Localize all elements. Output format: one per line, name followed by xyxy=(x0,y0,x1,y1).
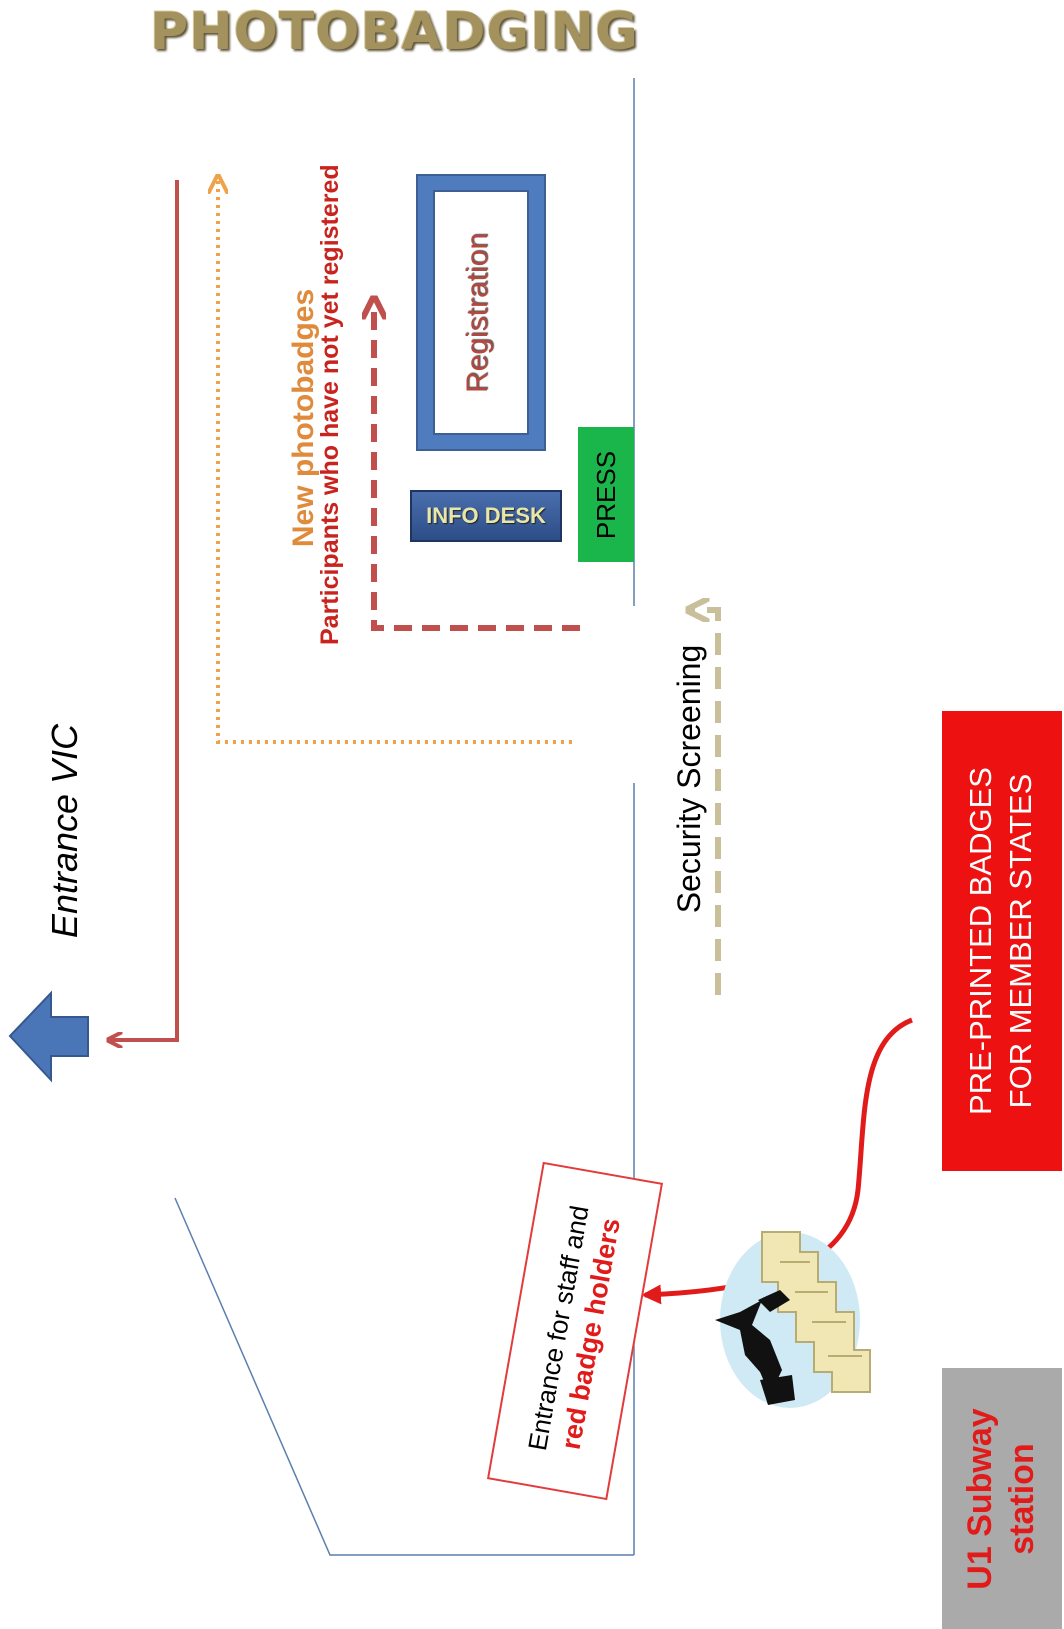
participants-label: Participants who have not yet registered xyxy=(316,164,344,645)
security-screening-label: Security Screening xyxy=(671,644,707,914)
pre-printed-badges-box xyxy=(942,711,1062,1171)
security-path xyxy=(688,610,721,995)
info-desk: INFO DESK xyxy=(410,490,562,542)
page-title: PHOTOBADGING xyxy=(150,2,639,62)
subway-line2: station xyxy=(1003,1443,1041,1555)
press-area xyxy=(578,427,634,562)
info-desk-label: INFO DESK xyxy=(426,503,546,528)
subway-line1: U1 Subway xyxy=(961,1408,999,1590)
pre-printed-badges-label: PRE-PRINTED BADGES FOR MEMBER STATES xyxy=(961,721,1043,1161)
stairs-person-icon xyxy=(715,1231,871,1408)
participants-path xyxy=(374,298,580,631)
building-walls xyxy=(174,78,635,1556)
left-arrow-icon xyxy=(8,990,89,1083)
entrance-vic-label: Entrance VIC xyxy=(44,723,85,939)
registration-box xyxy=(416,174,546,451)
exit-path-line xyxy=(108,180,179,1040)
pre-printed-line2: FOR MEMBER STATES xyxy=(1003,773,1038,1109)
subway-station-box xyxy=(942,1368,1062,1629)
subway-station-label: U1 Subway station xyxy=(959,1399,1045,1599)
pre-printed-line1: PRE-PRINTED BADGES xyxy=(963,767,998,1115)
new-photobadges-path xyxy=(218,176,572,744)
registration-label: Registration xyxy=(461,232,494,394)
press-label: PRESS xyxy=(591,450,621,540)
